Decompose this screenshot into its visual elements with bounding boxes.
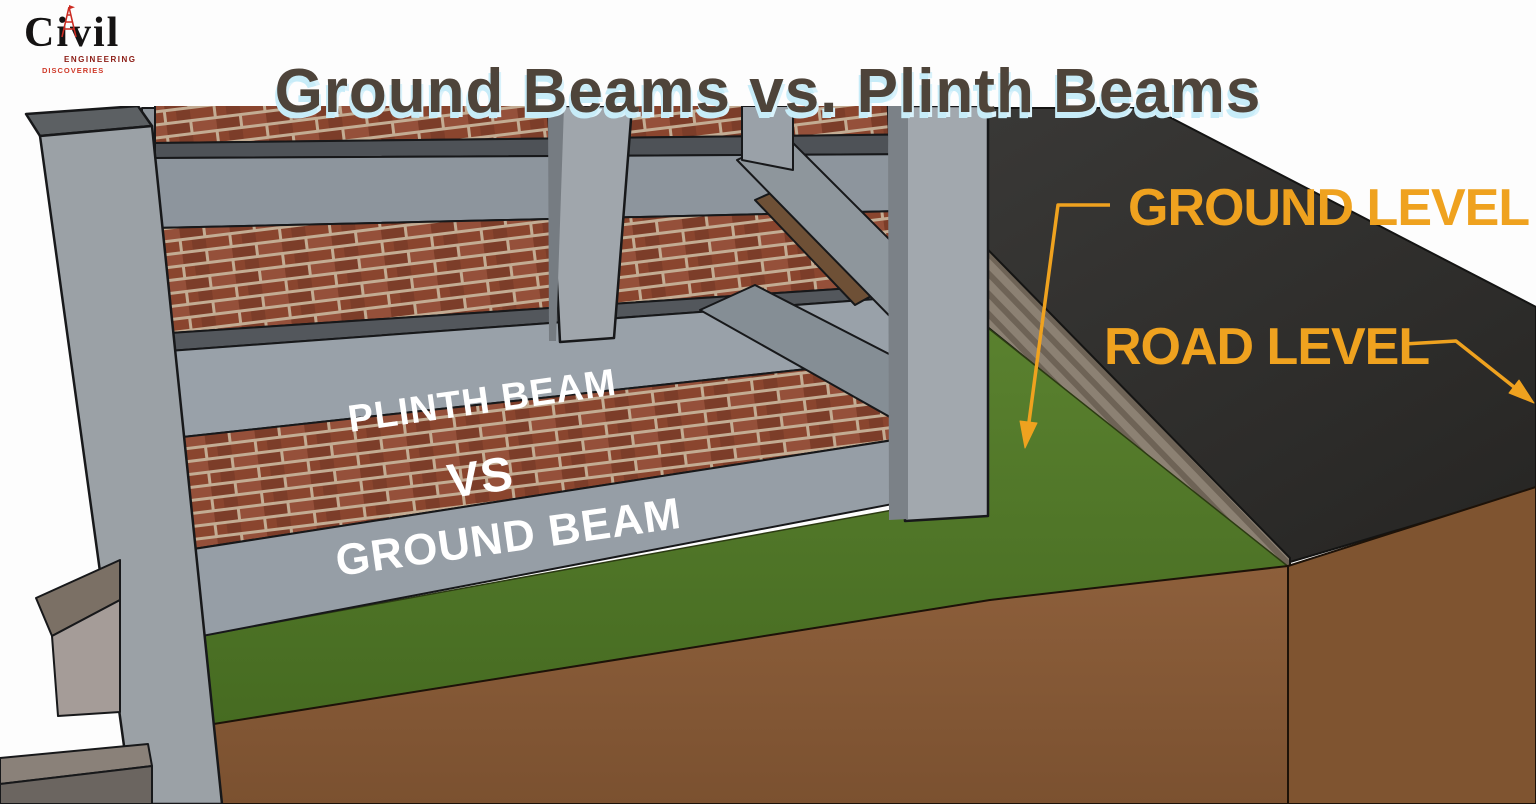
ground-level-annotation: GROUND LEVEL [1019, 179, 1530, 449]
soil-cross-section-right [1287, 486, 1536, 804]
ground-level-arrowhead [1019, 420, 1038, 449]
vs-label: VS [444, 447, 517, 509]
road-level-annotation: ROAD LEVEL [1104, 318, 1535, 404]
back-column-stub [741, 106, 794, 171]
page-title: Ground Beams vs. Plinth Beams [274, 56, 1262, 126]
column-right-shade [888, 106, 908, 520]
brand-logo-engineering: ENGINEERING [64, 55, 137, 64]
brand-logo-discoveries: DISCOVERIES [42, 66, 105, 75]
footing-block-front [51, 599, 121, 717]
road-level-leader-line [1403, 339, 1516, 389]
ground-level-leader-line [1027, 203, 1110, 423]
road-level-arrowhead [1508, 379, 1535, 404]
brand-logo-name: Civil [24, 5, 144, 54]
ground-level-label: GROUND LEVEL [1128, 179, 1529, 237]
brand-logo: Civil ENGINEERING DISCOVERIES [24, 5, 144, 75]
column-middle-shade [548, 106, 564, 341]
footing-block2-front [0, 765, 153, 804]
radio-tower-icon [61, 5, 77, 38]
road-level-label: ROAD LEVEL [1104, 318, 1429, 376]
